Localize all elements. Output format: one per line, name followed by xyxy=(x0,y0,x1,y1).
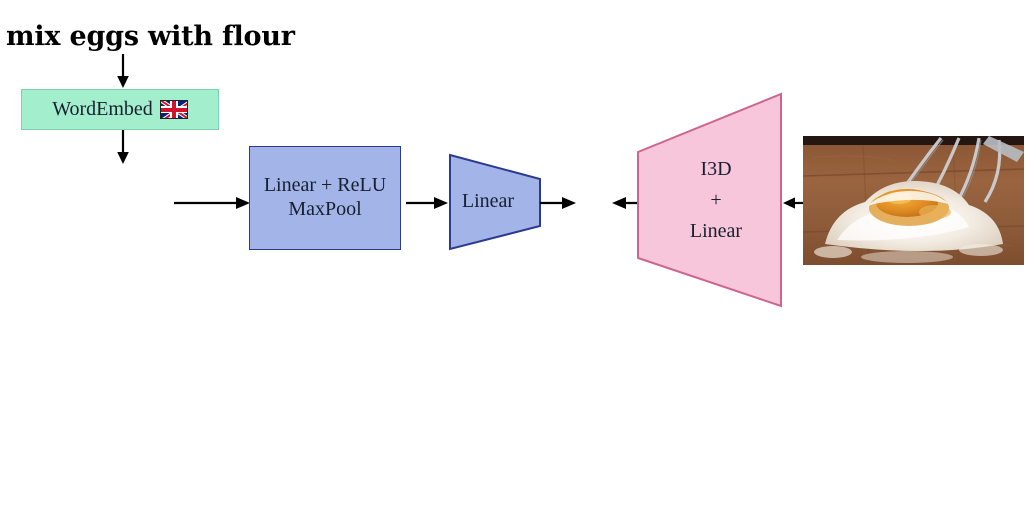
arrow-wordembed-down xyxy=(112,130,134,166)
node-linear[interactable]: Linear xyxy=(448,153,542,251)
uk-flag-icon xyxy=(159,100,188,119)
arrow-to-linear-relu xyxy=(174,194,252,212)
node-i3d-linear[interactable]: I3D + Linear xyxy=(635,92,783,308)
node-linear-relu-maxpool-label: Linear + ReLU MaxPool xyxy=(263,174,387,220)
arrow-caption-to-wordembed xyxy=(112,54,134,90)
video-thumbnail[interactable] xyxy=(803,136,1024,265)
caption-text: mix eggs with flour xyxy=(6,21,295,52)
video-thumbnail-image xyxy=(803,136,1024,265)
node-i3d-linear-shape xyxy=(637,92,782,308)
arrow-video-to-i3d xyxy=(783,194,805,212)
arrow-linear-to-join xyxy=(540,194,578,212)
node-linear-relu-maxpool[interactable]: Linear + ReLU MaxPool xyxy=(249,146,401,250)
node-linear-shape xyxy=(449,153,541,251)
node-word-embed[interactable]: WordEmbed xyxy=(21,89,219,130)
node-word-embed-label: WordEmbed xyxy=(52,97,153,120)
arrow-linear-relu-to-linear xyxy=(406,194,450,212)
